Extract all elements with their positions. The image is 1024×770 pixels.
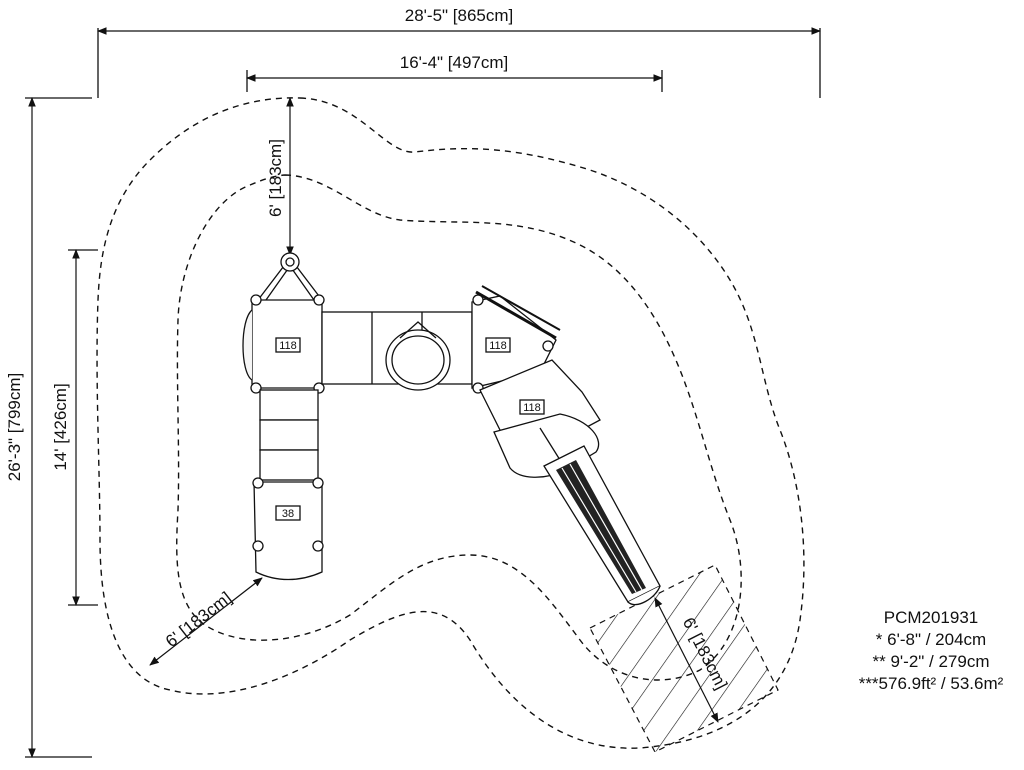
step-ladder [259,389,319,481]
dim-structure-depth: 14' [426cm] [51,249,98,606]
dim-clearance-bottom-left: 6' [183cm] [149,577,263,666]
deck-bottom: 38 [252,477,324,581]
legend-fall-height: * 6'-8" / 204cm [875,630,987,649]
deck-left-label: 118 [279,340,297,352]
slide-exit-zone [589,564,779,753]
model-number: PCM201931 [883,608,979,627]
structure-width-label: 16'-4" [497cm] [400,53,509,72]
overall-depth-label: 26'-3" [799cm] [5,373,24,482]
top-ring-fixture [257,252,323,301]
clearance-bottom-left-label: 6' [183cm] [162,588,235,651]
legend-overall-height: ** 9'-2" / 279cm [872,652,990,671]
clearance-top-label: 6' [183cm] [266,139,285,217]
dim-overall-width: 28'-5" [865cm] [97,6,821,98]
dim-overall-depth: 26'-3" [799cm] [5,97,92,758]
dim-structure-width: 16'-4" [497cm] [246,53,663,92]
deck-right-label: 118 [523,402,541,414]
tunnel-bridge [321,311,473,391]
deck-bottom-label: 38 [282,508,294,520]
deck-middle-label: 118 [489,340,507,352]
use-zone-inner [176,174,742,681]
play-structure: 118 38 [242,252,661,606]
overall-width-label: 28'-5" [865cm] [405,6,514,25]
deck-middle: 118 [471,285,561,394]
structure-depth-label: 14' [426cm] [51,383,70,470]
deck-left: 118 [242,294,325,394]
use-zone-outer [96,97,805,749]
slide-chute [543,445,661,606]
model-legend: PCM201931 * 6'-8" / 204cm ** 9'-2" / 279… [836,607,1024,695]
legend-area: ***576.9ft² / 53.6m² [858,674,1004,693]
dim-clearance-top: 6' [183cm] [266,97,294,256]
